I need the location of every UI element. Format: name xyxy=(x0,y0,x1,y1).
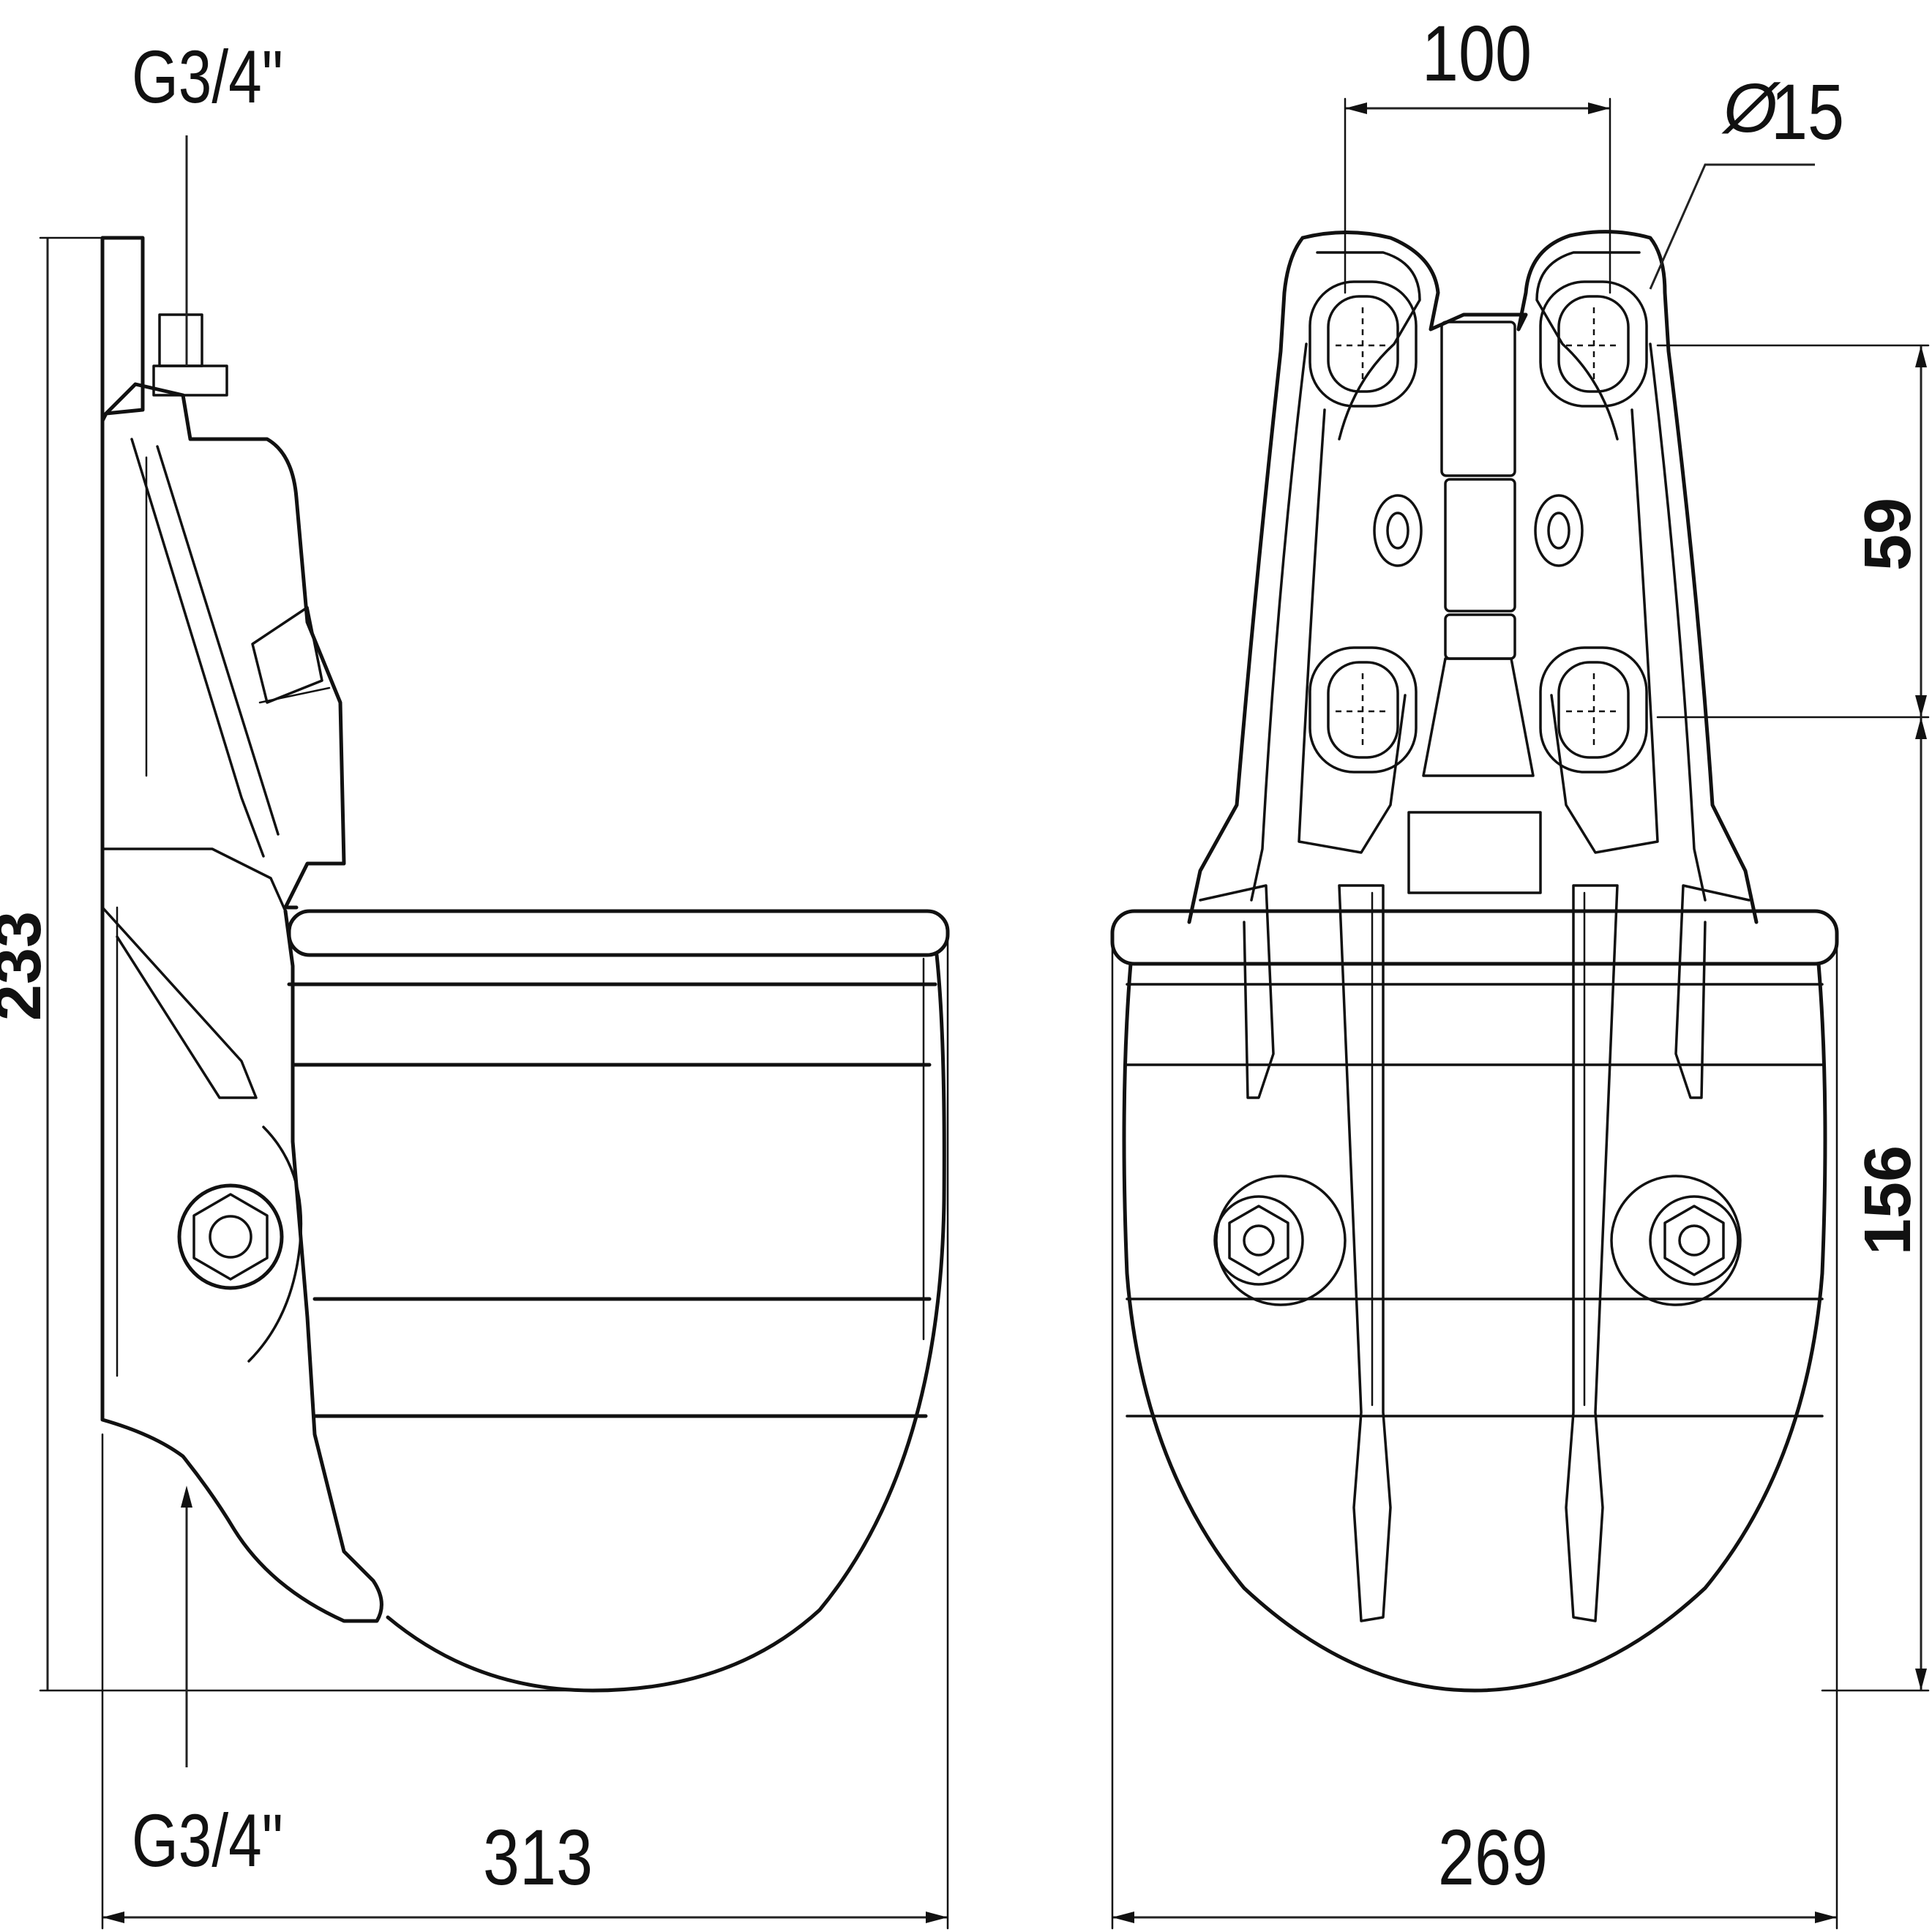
dimension-lines xyxy=(39,97,1930,1930)
label-width-front: 269 xyxy=(1438,1813,1548,1902)
side-thread-fitting xyxy=(152,364,228,397)
side-fastener-hex-nut xyxy=(192,1193,269,1281)
front-bracket-arm-right xyxy=(1674,884,1751,1099)
front-spine-base xyxy=(1407,811,1542,894)
front-boss-left xyxy=(1373,494,1423,567)
side-pipe-top xyxy=(100,236,145,423)
front-boss-right xyxy=(1534,494,1584,567)
front-plate-rail-right xyxy=(1649,342,1707,902)
side-bracket-shelf xyxy=(101,847,287,913)
front-bowl-body xyxy=(1122,962,1827,1693)
side-bracket-rib xyxy=(101,906,258,1099)
front-strap-right xyxy=(1565,884,1619,1622)
side-fastener-clamp xyxy=(247,1126,303,1363)
front-bowl-rim xyxy=(1110,909,1839,966)
side-bracket-outline xyxy=(100,415,383,1623)
label-thread-bottom: G3/4" xyxy=(132,1798,283,1882)
front-fastener-right-bolt xyxy=(1678,1224,1710,1257)
dim-arrow-pitch-bottom xyxy=(1915,695,1927,717)
front-view xyxy=(1110,230,1839,1693)
front-plate-panel-left xyxy=(1298,408,1407,854)
dim-arrow-hole-right xyxy=(1588,102,1610,114)
front-slot-bottom-right xyxy=(1557,661,1630,759)
side-nut-top xyxy=(158,313,203,367)
front-fastener-left-bolt xyxy=(1243,1224,1275,1257)
front-plate-rail-left xyxy=(1250,342,1308,902)
dim-arrow-side-right xyxy=(926,1912,948,1923)
label-bowl-height: 156 xyxy=(1852,1145,1925,1255)
front-slot-top-left-boss xyxy=(1308,280,1418,408)
front-slot-top-left xyxy=(1327,295,1399,393)
front-fastener-right-ring xyxy=(1649,1195,1740,1286)
side-fastener-bolt xyxy=(209,1215,252,1259)
label-height-total: 233 xyxy=(0,911,55,1021)
front-spine-upper xyxy=(1440,321,1516,477)
side-valve-knob xyxy=(251,606,323,704)
dim-arrow-front-left xyxy=(1112,1912,1134,1923)
dim-arrow-bowl-top xyxy=(1915,717,1927,739)
dim-arrow-bowl-bottom xyxy=(1915,1669,1927,1690)
label-hole-spacing: 100 xyxy=(1422,10,1532,98)
front-bracket-arm-left xyxy=(1199,884,1275,1099)
dimension-labels: G3/4" G3/4" 233 313 269 100 Ø 15 59 156 xyxy=(0,10,1925,1902)
side-bowl-rim xyxy=(287,909,950,957)
front-slot-top-right xyxy=(1557,295,1630,393)
front-plate-panel-right xyxy=(1550,408,1659,854)
thread-bottom-arrow xyxy=(181,1486,192,1508)
front-strap-left xyxy=(1338,884,1392,1622)
label-vertical-pitch: 59 xyxy=(1852,498,1925,571)
front-spine-lower xyxy=(1422,657,1535,777)
front-plate-outline-left xyxy=(1187,236,1305,924)
front-boss-right-hole xyxy=(1547,512,1570,550)
front-slot-bottom-right-boss xyxy=(1539,646,1648,774)
front-slot-top-right-boss xyxy=(1539,280,1648,408)
front-fastener-left-hex-nut xyxy=(1228,1205,1289,1276)
diameter-leader xyxy=(1649,163,1815,290)
side-lever-arm-2 xyxy=(156,445,280,836)
label-width-side: 313 xyxy=(483,1813,593,1902)
front-fastener-left-ring xyxy=(1213,1195,1304,1286)
side-lever-arm xyxy=(130,438,265,858)
front-fastener-right-washer xyxy=(1610,1175,1742,1306)
front-slot-bottom-left xyxy=(1327,661,1399,759)
front-fastener-left-washer xyxy=(1215,1175,1347,1306)
side-fastener-washer xyxy=(177,1183,284,1290)
side-bowl-body xyxy=(386,953,946,1693)
label-diameter-symbol: Ø xyxy=(1721,70,1781,147)
dim-arrow-pitch-top xyxy=(1915,345,1927,367)
dim-arrow-front-right xyxy=(1815,1912,1837,1923)
label-hole-diameter: 15 xyxy=(1771,68,1844,157)
front-fastener-right-hex-nut xyxy=(1663,1205,1725,1276)
side-valve-housing xyxy=(100,382,346,910)
front-spine-middle xyxy=(1444,478,1516,613)
front-boss-left-hole xyxy=(1386,512,1409,550)
front-plate-outline-right xyxy=(1300,230,1759,924)
front-spine-clip xyxy=(1444,613,1516,660)
side-valve-knob-line xyxy=(258,686,331,704)
label-thread-top: G3/4" xyxy=(132,34,283,119)
dim-arrow-side-left xyxy=(102,1912,124,1923)
dim-arrow-hole-left xyxy=(1345,102,1367,114)
side-view xyxy=(100,236,950,1693)
front-slot-bottom-left-boss xyxy=(1308,646,1418,774)
